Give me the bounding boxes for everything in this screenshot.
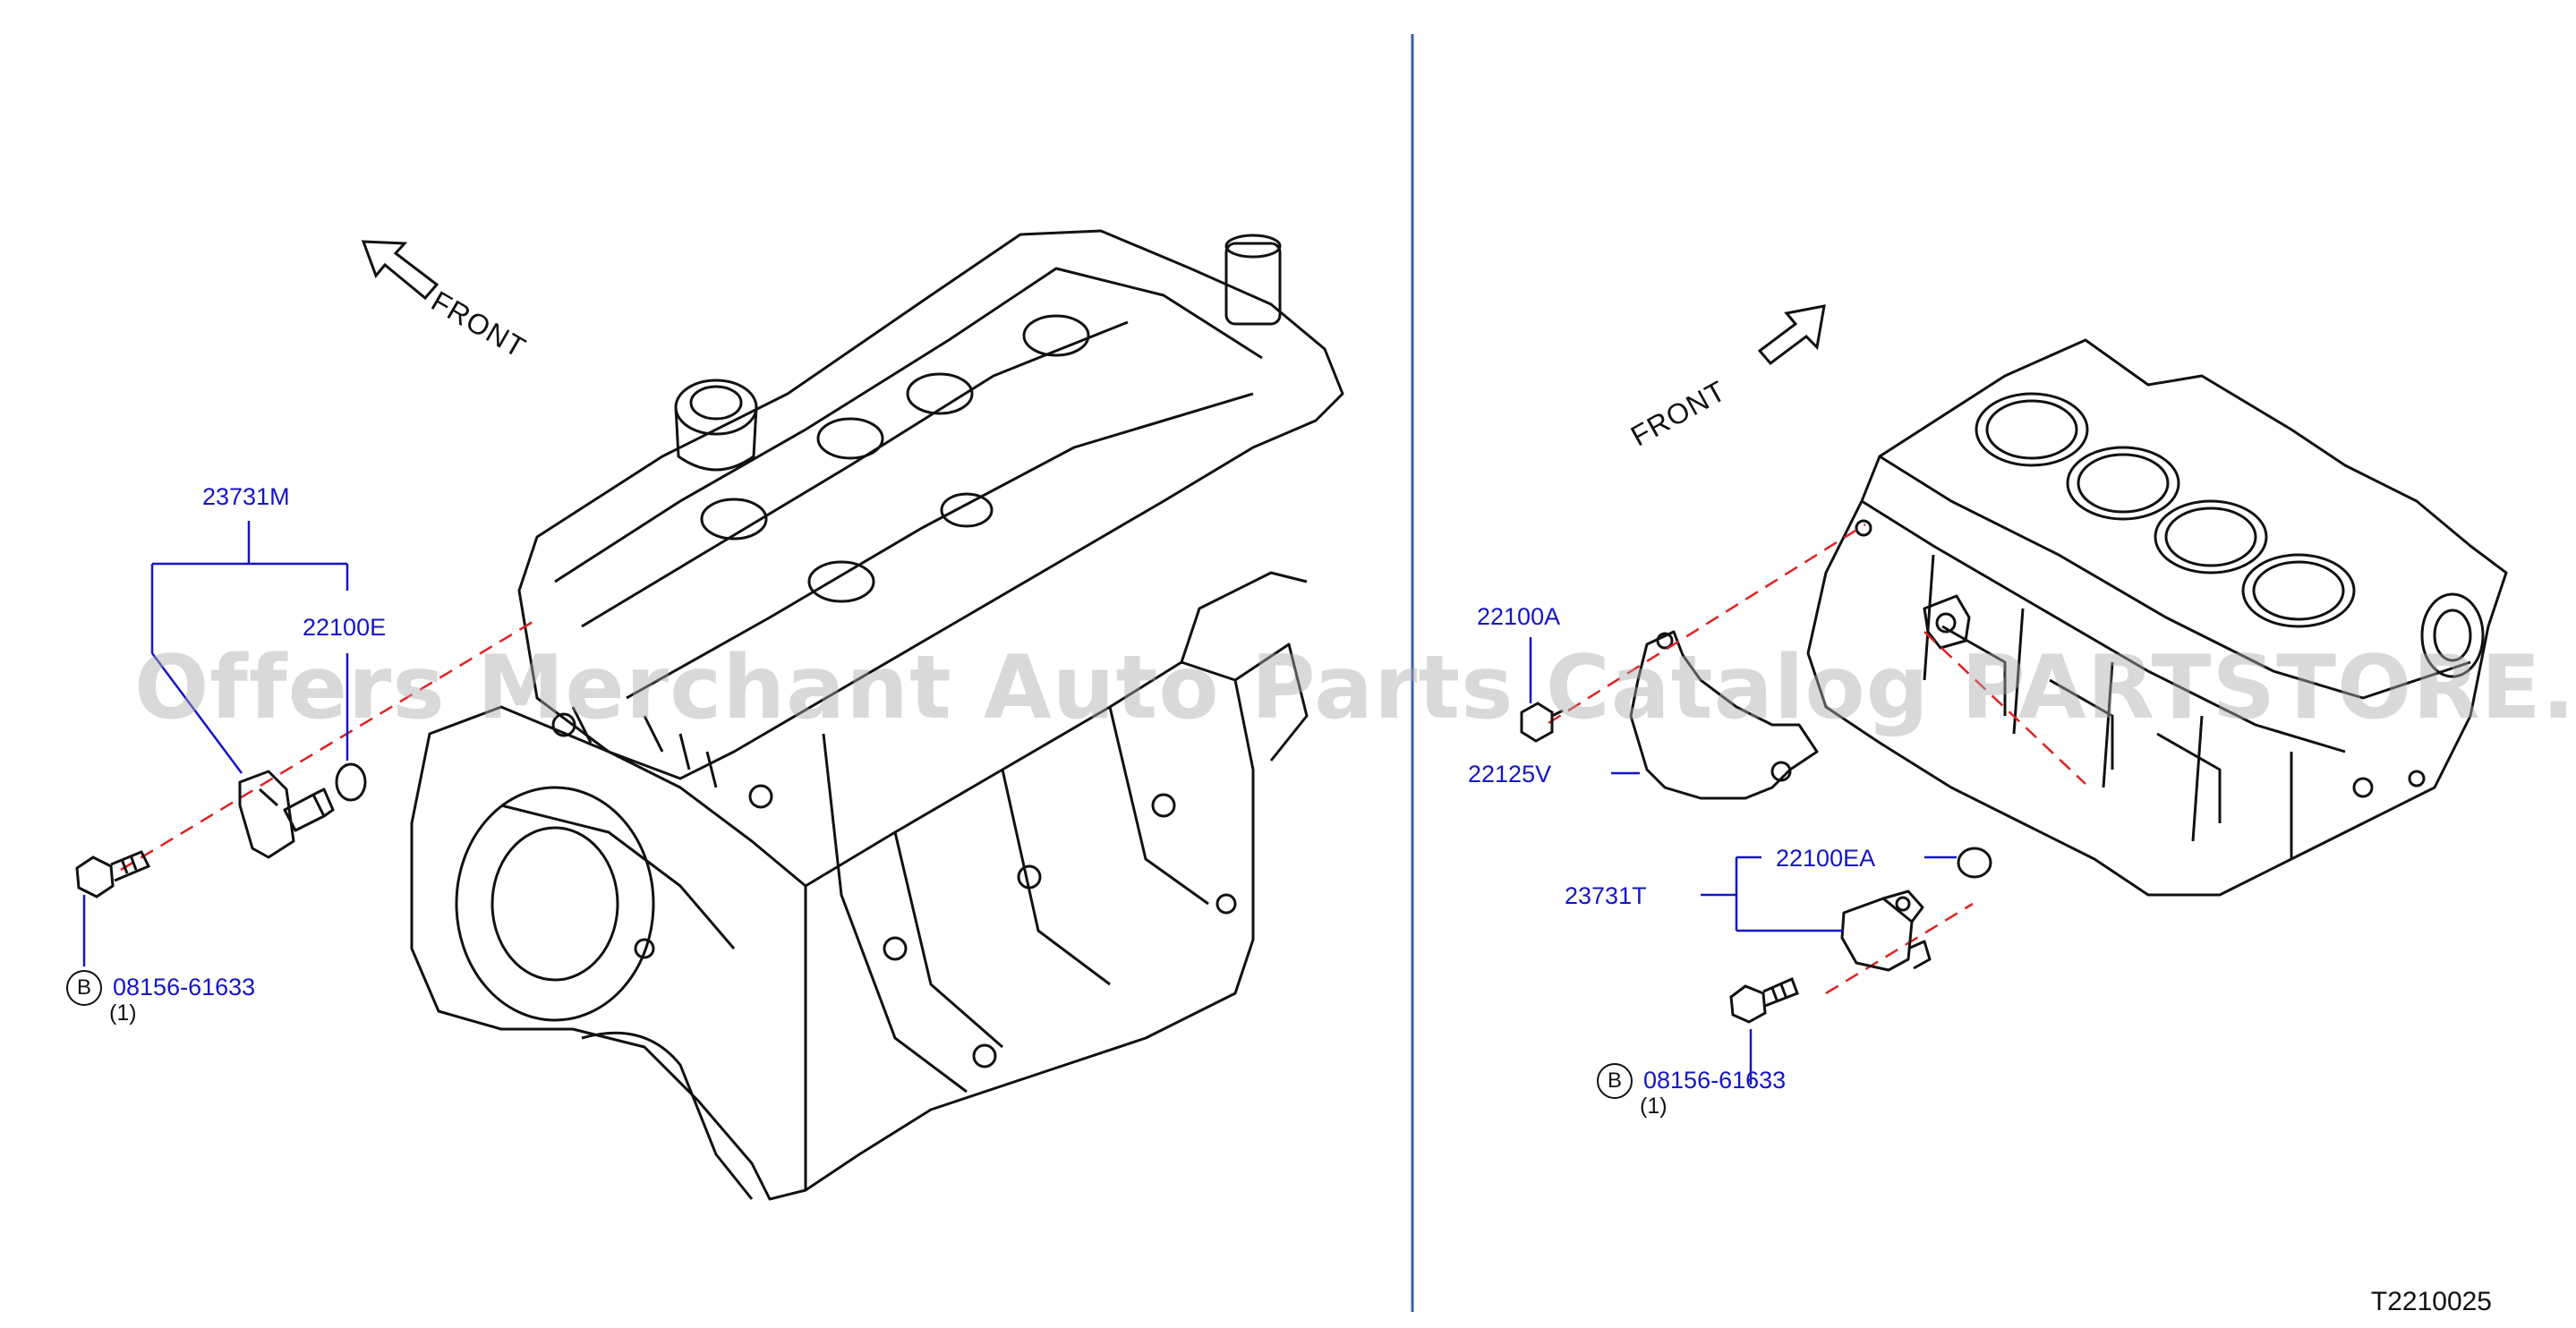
quantity-bolt-left: (1) [109, 1000, 137, 1026]
cover-plate-right [1629, 630, 1819, 800]
o-ring-right [1957, 847, 1992, 879]
watermark: Offers Merchant Auto Parts Catalog PARTS… [134, 637, 2576, 739]
bolt-right [1729, 976, 1799, 1024]
drawing-code: T2210025 [2370, 1287, 2492, 1316]
callout-lines-right [1529, 637, 1957, 1085]
part-label-22125V[interactable]: 22125V [1468, 761, 1552, 787]
part-label-bolt-left[interactable]: 08156-61633 [113, 974, 256, 1000]
part-label-22100EA[interactable]: 22100EA [1776, 845, 1876, 872]
part-label-bolt-right[interactable]: 08156-61633 [1643, 1067, 1787, 1094]
leader-line-right-2 [1923, 631, 2086, 785]
leader-line-right-1 [1548, 523, 1866, 725]
front-arrow-left-icon [361, 240, 439, 301]
quantity-bolt-right: (1) [1640, 1094, 1668, 1119]
cylinder-block-drawing [1806, 338, 2508, 897]
bolt-left [75, 850, 151, 898]
callout-lines-left [82, 521, 349, 966]
camshaft-sensor-left [238, 770, 335, 859]
part-label-23731M[interactable]: 23731M [202, 483, 290, 510]
part-label-23731T[interactable]: 23731T [1565, 882, 1647, 909]
leader-line-right-3 [1825, 902, 1974, 995]
o-ring-left [335, 762, 367, 802]
bolt-badge-right: B [1597, 1063, 1633, 1099]
engine-assembly-drawing [410, 229, 1344, 1201]
part-label-22100E[interactable]: 22100E [303, 614, 387, 641]
front-arrow-right-icon [1757, 304, 1826, 366]
part-label-22100A[interactable]: 22100A [1477, 603, 1561, 630]
camshaft-sensor-right [1840, 890, 1932, 972]
bolt-badge-left: B [66, 970, 102, 1006]
leader-line-left [120, 617, 538, 872]
plug-right [1520, 702, 1564, 743]
